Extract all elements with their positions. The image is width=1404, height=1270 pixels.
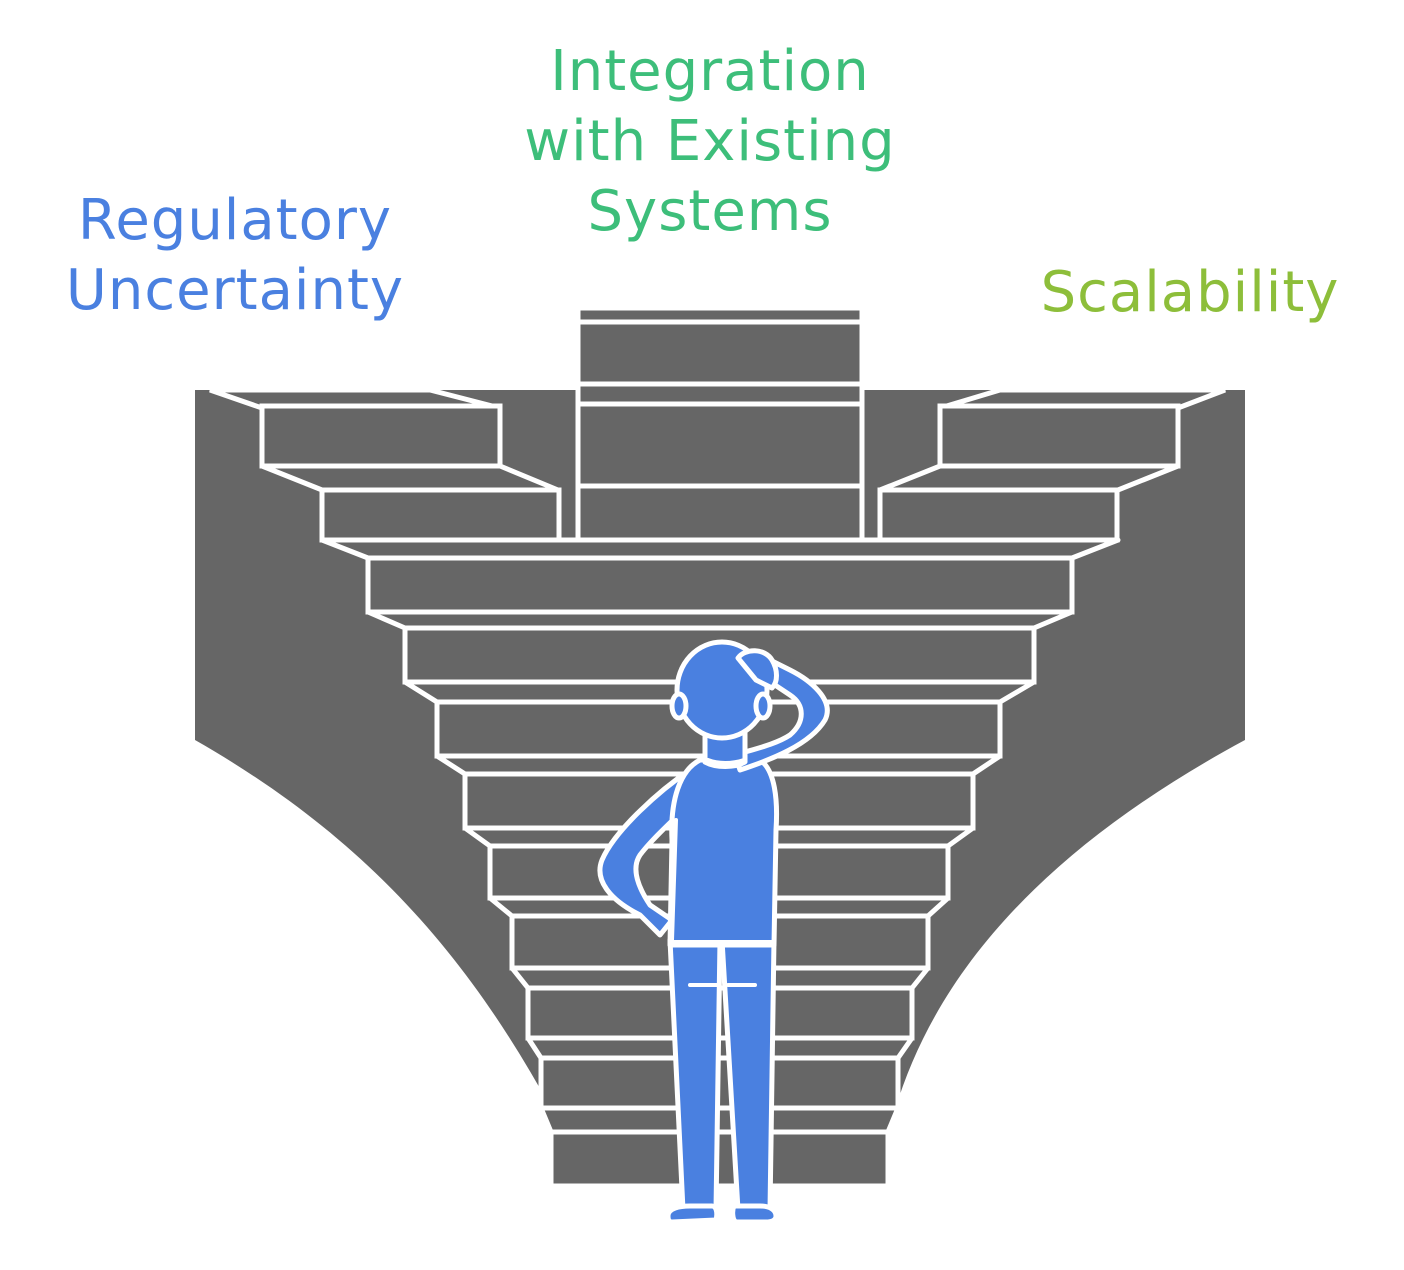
right-step-1 [937, 403, 1181, 469]
left-step-2 [319, 487, 562, 543]
label-line: with Existing [524, 109, 896, 174]
person-collar [706, 758, 746, 765]
left-step-top-face [261, 463, 559, 493]
tower-band [575, 381, 865, 407]
label-line: Scalability [1040, 260, 1340, 325]
label-scalability: Scalability [1000, 258, 1380, 328]
label-line: Integration [550, 39, 870, 104]
right-step-top-face [879, 463, 1179, 493]
center-tower [575, 305, 865, 543]
tower-block-2 [575, 401, 865, 489]
tower-block-1 [575, 319, 865, 387]
stair-step-1 [365, 555, 1075, 615]
person-arm-crease [670, 818, 678, 942]
right-step-2 [877, 487, 1120, 543]
label-line: Regulatory [77, 188, 393, 253]
person-torso [667, 757, 780, 948]
person-hand [735, 648, 779, 691]
person-thinking-icon [597, 639, 830, 1225]
label-line: Systems [587, 179, 833, 244]
stair-tread [319, 537, 1121, 561]
person-ear [669, 691, 689, 721]
tower-block-3 [575, 483, 865, 543]
label-integration: Integration with Existing Systems [470, 37, 950, 247]
person-left-arm [597, 767, 695, 938]
label-regulatory-uncertainty: Regulatory Uncertainty [20, 186, 450, 326]
left-stair-group [209, 387, 562, 543]
right-stair-group [877, 387, 1226, 543]
person-right-arm [732, 657, 830, 773]
left-step-1 [259, 403, 503, 469]
person-right-foot [730, 1203, 779, 1225]
label-line: Uncertainty [65, 258, 405, 323]
person-left-foot [665, 1203, 720, 1225]
person-ear [753, 691, 773, 721]
